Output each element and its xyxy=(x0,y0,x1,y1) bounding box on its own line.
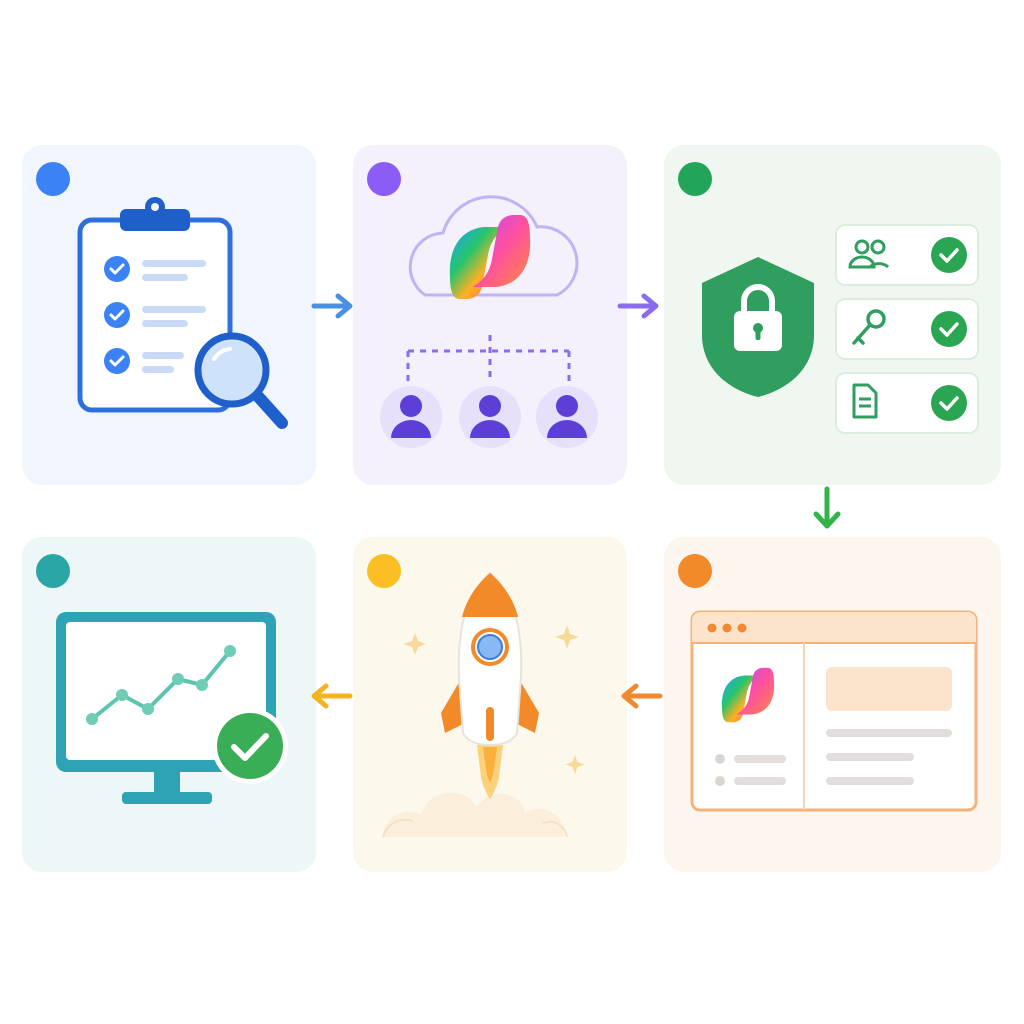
step-launch-panel xyxy=(353,537,627,872)
document-icon xyxy=(852,383,878,419)
person-icon xyxy=(380,386,442,448)
monitor-chart-check-icon xyxy=(56,612,288,804)
key-icon xyxy=(852,309,886,345)
step-secure-marker xyxy=(678,162,712,196)
arrow-assess-to-plan xyxy=(310,291,356,321)
arrow-secure-to-configure xyxy=(810,485,844,533)
step-plan-marker xyxy=(367,162,401,196)
arrow-configure-to-launch xyxy=(618,681,664,711)
shield-lock-checklist-icon xyxy=(702,224,979,434)
step-configure-marker xyxy=(678,554,712,588)
arrow-right-icon xyxy=(311,293,353,319)
person-icon xyxy=(536,386,598,448)
cloud-copilot-org-icon xyxy=(380,195,598,448)
person-icon xyxy=(459,386,521,448)
step-secure-panel xyxy=(664,145,1001,485)
arrow-launch-to-monitor xyxy=(308,681,354,711)
arrow-left-icon xyxy=(311,683,353,709)
step-assess-panel xyxy=(22,145,316,485)
arrow-plan-to-secure xyxy=(616,291,662,321)
arrow-down-icon xyxy=(813,486,841,529)
step-monitor-marker xyxy=(36,554,70,588)
step-launch-marker xyxy=(367,554,401,588)
users-icon xyxy=(848,239,890,269)
arrow-left-icon xyxy=(621,683,663,709)
step-plan-panel xyxy=(353,145,627,485)
arrow-right-icon xyxy=(617,293,659,319)
clipboard-checklist-magnifier-icon xyxy=(77,197,288,429)
step-monitor-panel xyxy=(22,537,316,872)
browser-copilot-window-icon xyxy=(690,610,978,812)
step-configure-panel xyxy=(664,537,1001,872)
step-assess-marker xyxy=(36,162,70,196)
rocket-icon xyxy=(382,571,585,838)
